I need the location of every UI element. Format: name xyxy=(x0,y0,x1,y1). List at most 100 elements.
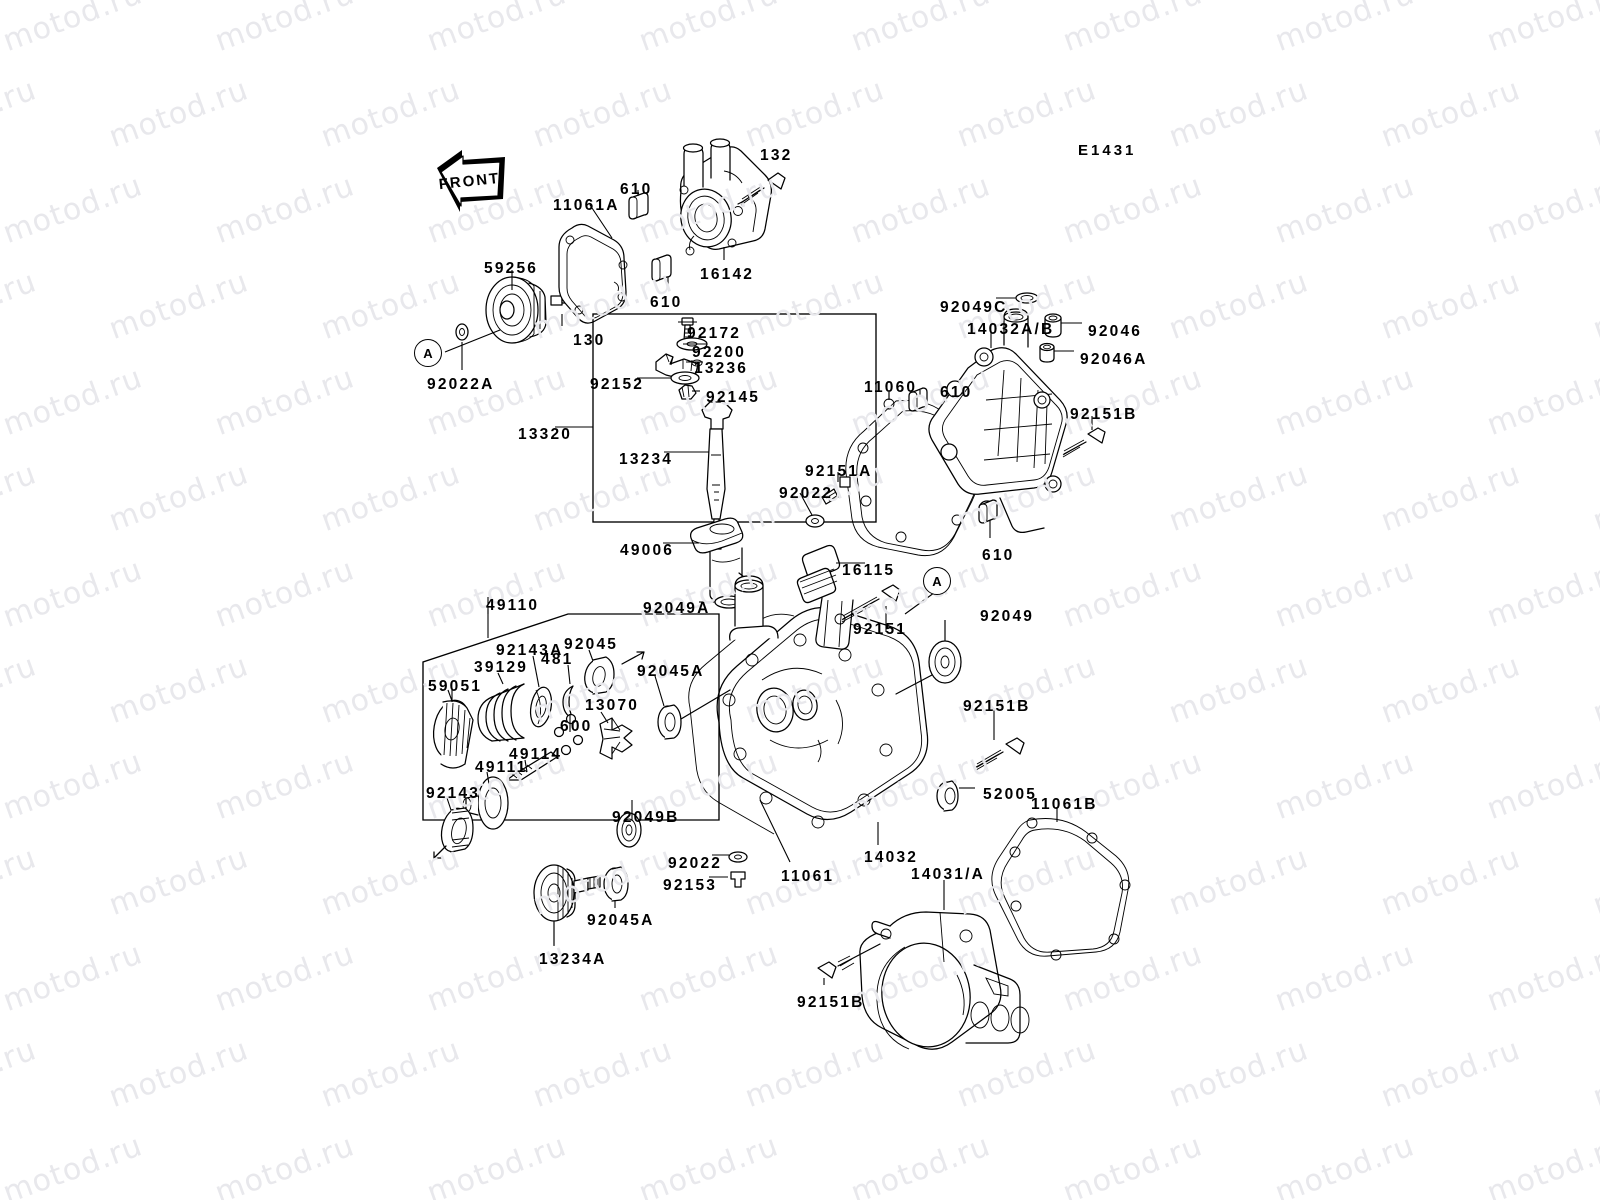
part-92049B-bearing xyxy=(616,800,642,848)
part-label-13234: 13234 xyxy=(619,451,674,468)
part-600-balls xyxy=(553,713,584,756)
part-label-14032A-B: 14032A/B xyxy=(967,321,1055,338)
part-label-92151B: 92151B xyxy=(1070,406,1138,423)
part-label-52005: 52005 xyxy=(983,786,1038,803)
part-92046-bush xyxy=(1044,313,1082,338)
part-92153-bolt xyxy=(709,871,746,888)
part-610-dowel-r1 xyxy=(908,387,928,412)
part-label-92153: 92153 xyxy=(663,877,718,894)
part-13234-pump-shaft xyxy=(664,401,733,550)
part-49111-rotor xyxy=(462,771,509,830)
reference-marker-a: A xyxy=(923,567,951,595)
part-label-92049C: 92049C xyxy=(940,299,1008,316)
part-92200-washer xyxy=(676,337,708,351)
part-label-13234A: 13234A xyxy=(539,951,607,968)
part-label-92045: 92045 xyxy=(564,636,619,653)
part-label-92046A: 92046A xyxy=(1080,351,1148,368)
part-92143-seal xyxy=(433,797,474,859)
part-59256-impeller xyxy=(455,276,572,344)
part-label-49111: 49111 xyxy=(475,759,528,776)
part-92151B-bolt-mid xyxy=(975,710,1025,771)
part-59051-gear xyxy=(432,689,474,769)
part-label-13070: 13070 xyxy=(585,697,640,714)
part-label-49110: 49110 xyxy=(486,597,540,614)
part-92151B-bolt-top xyxy=(1062,416,1106,458)
part-label-92145: 92145 xyxy=(706,389,761,406)
reference-marker-a: A xyxy=(414,339,442,367)
part-92022-washer-lower xyxy=(712,851,748,863)
part-label-92022: 92022 xyxy=(668,855,723,872)
part-92172-screw xyxy=(678,317,697,342)
part-14032AB-cover xyxy=(928,308,1068,533)
part-label-11061A: 11061A xyxy=(553,197,620,214)
part-label-92151B: 92151B xyxy=(963,698,1031,715)
part-label-92152: 92152 xyxy=(590,376,645,393)
part-label-92049A: 92049A xyxy=(643,600,711,617)
part-label-92143A: 92143A xyxy=(496,642,564,659)
part-92151B-bolt-bottom xyxy=(817,943,881,985)
part-14032-crankcase-cover xyxy=(688,575,929,845)
group-box-49110 xyxy=(422,613,720,821)
part-16115-plug xyxy=(796,544,865,604)
part-label-E1431: E1431 xyxy=(1078,142,1137,159)
part-label-11060: 11060 xyxy=(864,379,918,396)
part-label-610: 610 xyxy=(620,181,653,198)
part-92022A-washer xyxy=(455,323,469,341)
part-13070-guide xyxy=(599,711,633,760)
part-92045-bearing xyxy=(584,649,645,695)
part-label-11061: 11061 xyxy=(781,868,835,885)
part-label-92049: 92049 xyxy=(980,608,1035,625)
part-610-dowel-top xyxy=(628,192,649,220)
part-92151-bolt xyxy=(841,584,901,632)
part-label-92022A: 92022A xyxy=(427,376,495,393)
front-arrow-label: FRONT xyxy=(438,170,501,193)
part-label-13236: 13236 xyxy=(694,360,749,377)
part-14031A-magneto-cover xyxy=(817,880,1030,1050)
part-39129-spring xyxy=(477,672,525,742)
part-label-92151: 92151 xyxy=(853,621,908,638)
part-13234A-gear xyxy=(533,864,601,946)
part-52005-grommet xyxy=(936,780,975,812)
part-label-16142: 16142 xyxy=(700,266,755,283)
part-label-92200: 92200 xyxy=(692,344,747,361)
part-132-bolt xyxy=(737,172,786,206)
part-label-92046: 92046 xyxy=(1088,323,1143,340)
part-label-49114: 49114 xyxy=(509,746,563,763)
part-label-600: 600 xyxy=(560,718,593,735)
part-92045A-bearing-lower xyxy=(603,866,629,908)
part-49006-oil-pump xyxy=(663,517,745,601)
part-label-92045A: 92045A xyxy=(587,912,655,929)
part-label-481: 481 xyxy=(541,651,574,668)
part-label-92151A: 92151A xyxy=(805,463,873,480)
part-label-92143: 92143 xyxy=(426,785,481,802)
part-label-49006: 49006 xyxy=(620,542,675,559)
part-610-dowel-r2 xyxy=(978,499,998,538)
part-label-130: 130 xyxy=(573,332,606,349)
part-11061A-gasket xyxy=(558,223,628,324)
part-label-610: 610 xyxy=(982,547,1015,564)
part-label-39129: 39129 xyxy=(474,659,529,676)
part-92045A-bearing xyxy=(654,675,731,740)
part-label-92172: 92172 xyxy=(687,325,742,342)
part-label-16115: 16115 xyxy=(842,562,896,579)
part-49114-shaft xyxy=(506,751,558,781)
part-92049C-oring xyxy=(996,292,1039,304)
part-92152-collar xyxy=(637,371,700,385)
part-label-610: 610 xyxy=(650,294,683,311)
part-11061B-gasket xyxy=(991,807,1131,961)
part-label-59256: 59256 xyxy=(484,260,539,277)
part-label-92049B: 92049B xyxy=(612,809,680,826)
part-label-11061B: 11061B xyxy=(1031,796,1098,813)
part-label-14031-A: 14031/A xyxy=(911,866,986,883)
part-92022-washer-mid xyxy=(799,492,825,528)
part-label-132: 132 xyxy=(760,147,793,164)
part-label-92045A: 92045A xyxy=(637,663,705,680)
part-92049-bearing xyxy=(895,620,962,695)
part-label-59051: 59051 xyxy=(428,678,483,695)
part-92145-spring xyxy=(678,384,700,400)
part-92151A-bolt xyxy=(821,472,851,505)
part-610-dowel-mid xyxy=(651,254,672,282)
